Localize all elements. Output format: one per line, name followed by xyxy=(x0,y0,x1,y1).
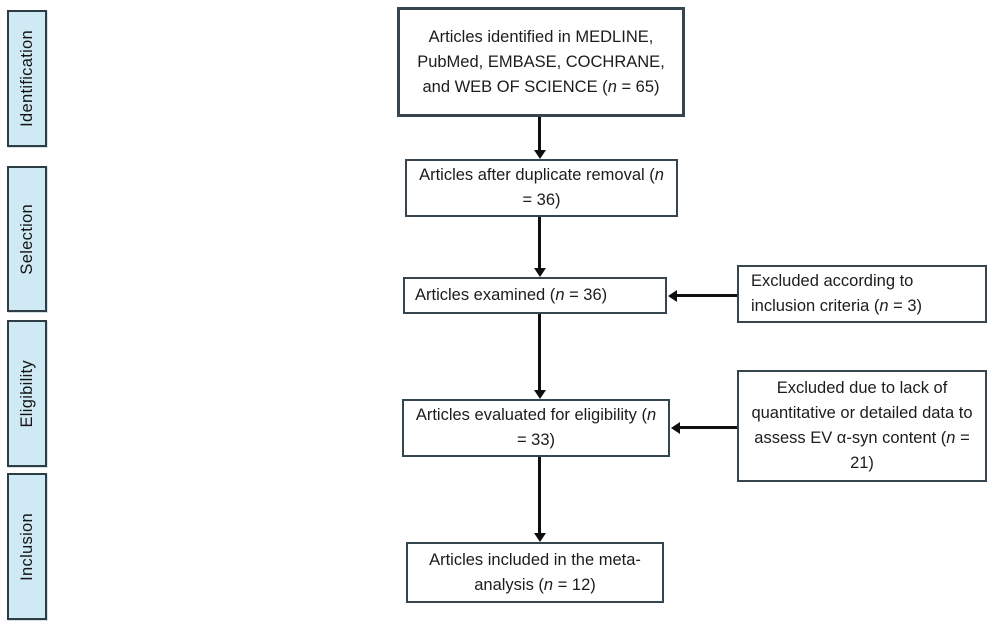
flow-arrow-down-identified-to-duplicate-icon xyxy=(538,117,541,151)
flow-arrow-down-duplicate-to-examined-icon xyxy=(538,217,541,269)
box-evaluated-for-eligibility-text: Articles evaluated for eligibility (n = … xyxy=(415,406,657,449)
stage-selection: Selection xyxy=(7,166,47,312)
flow-arrow-left-exclusion2-to-evaluated-icon xyxy=(679,426,737,429)
stage-eligibility: Eligibility xyxy=(7,320,47,467)
box-included-in-meta-analysis-text: Articles included in the meta-analysis (… xyxy=(429,550,641,594)
box-articles-identified-text: Articles identified in MEDLINE, PubMed, … xyxy=(417,27,665,96)
box-included-in-meta-analysis: Articles included in the meta-analysis (… xyxy=(406,542,664,603)
stage-selection-label: Selection xyxy=(17,203,36,275)
box-evaluated-for-eligibility: Articles evaluated for eligibility (n = … xyxy=(402,399,670,457)
box-articles-examined: Articles examined (n = 36) xyxy=(403,277,667,314)
box-articles-examined-text: Articles examined (n = 36) xyxy=(415,286,608,304)
stage-inclusion-label: Inclusion xyxy=(17,512,36,581)
box-excluded-lack-of-data: Excluded due to lack of quantitative or … xyxy=(737,370,987,482)
flow-arrow-left-exclusion1-to-examined-icon xyxy=(676,294,737,297)
box-excluded-inclusion-criteria: Excluded according to inclusion criteria… xyxy=(737,265,987,323)
stage-identification: Identification xyxy=(7,10,47,147)
stage-inclusion: Inclusion xyxy=(7,473,47,620)
box-excluded-lack-of-data-text: Excluded due to lack of quantitative or … xyxy=(751,379,973,472)
flow-arrow-down-examined-to-evaluated-icon xyxy=(538,314,541,391)
flow-arrow-down-evaluated-to-included-icon xyxy=(538,457,541,534)
box-excluded-inclusion-criteria-text: Excluded according to inclusion criteria… xyxy=(751,272,923,315)
stage-identification-label: Identification xyxy=(17,30,36,127)
stage-eligibility-label: Eligibility xyxy=(17,359,36,428)
box-articles-identified: Articles identified in MEDLINE, PubMed, … xyxy=(397,7,685,117)
box-after-duplicate-removal-text: Articles after duplicate removal (n = 36… xyxy=(419,166,664,209)
box-after-duplicate-removal: Articles after duplicate removal (n = 36… xyxy=(405,159,678,217)
